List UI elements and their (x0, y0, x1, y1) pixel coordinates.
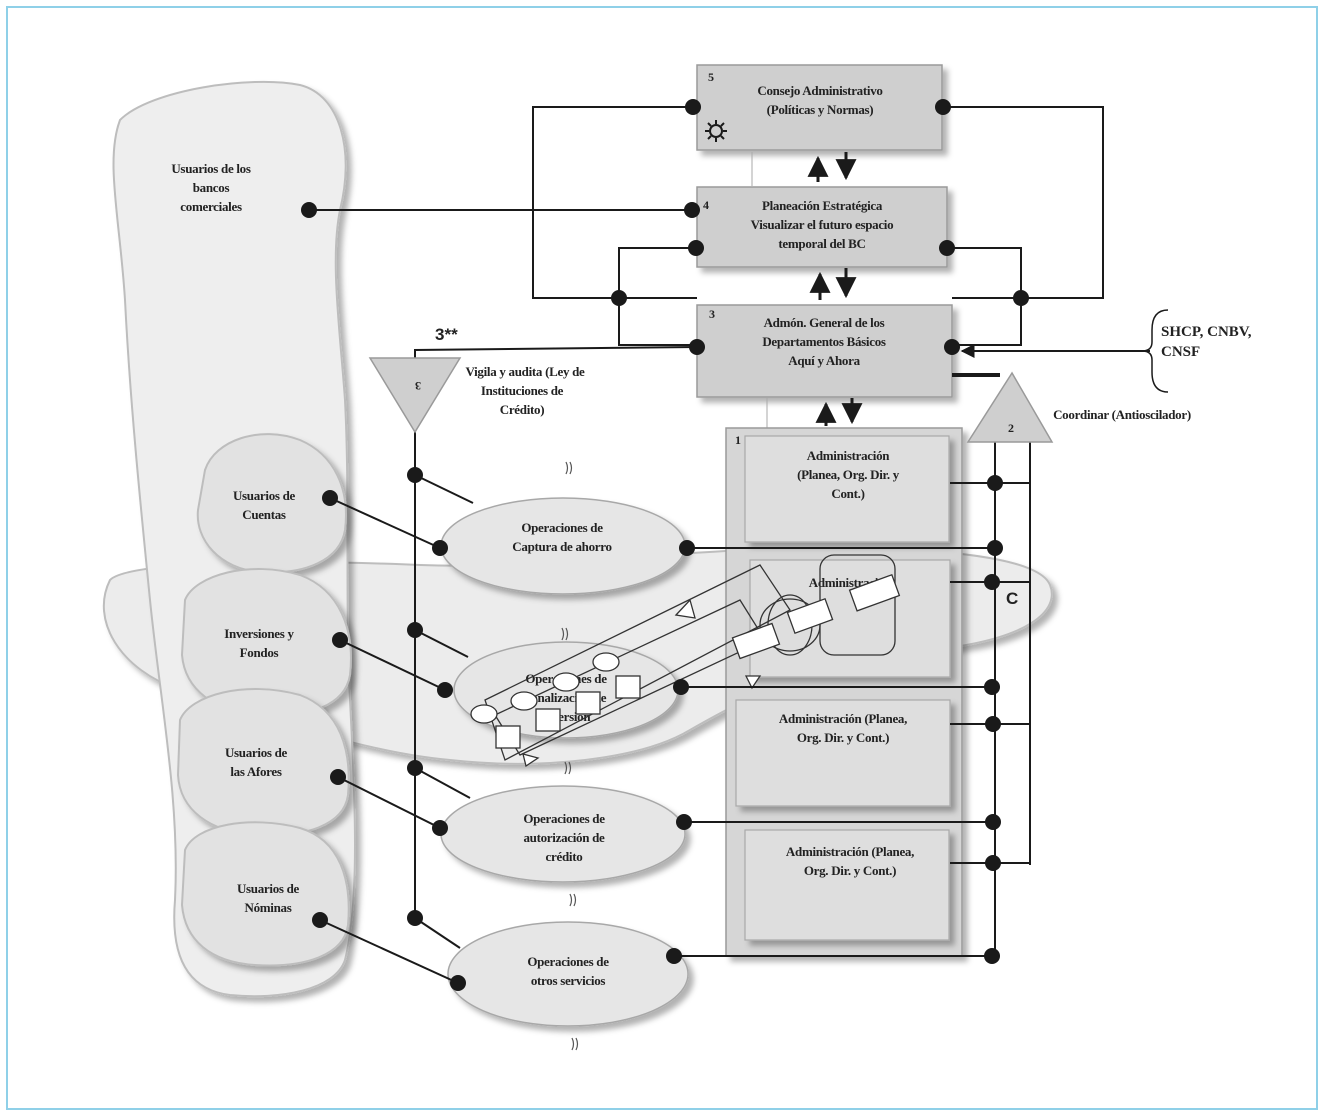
triangle-coordinar: 2 (966, 371, 1054, 443)
box-consejo-number: 5 (708, 70, 714, 84)
triangle-audit-number: 3 (415, 379, 421, 393)
arrows-5-4 (807, 152, 857, 182)
sub-box-1: Administración (Planea, Org. Dir. y Cont… (744, 435, 950, 543)
process-flow-overlay (470, 554, 901, 768)
box-admon-number: 3 (709, 307, 715, 321)
box-admon-line1: Admón. General de los (764, 315, 885, 330)
label-nominas: Usuarios de Nóminas (237, 881, 300, 915)
sub-box-3-line2: Org. Dir. y Cont.) (797, 730, 889, 745)
sub-box-4: Administración (Planea, Org. Dir. y Cont… (744, 829, 950, 941)
sub-box-3: Administración (Planea, Org. Dir. y Cont… (735, 699, 951, 807)
svg-text:Usuarios de los: Usuarios de los (171, 161, 251, 176)
triangle-coordinar-number: 2 (1008, 421, 1014, 435)
label-afores: Usuarios de las Afores (225, 745, 288, 779)
op-otros: Operaciones de otros servicios (447, 921, 689, 1027)
svg-text:SHCP, CNBV,: SHCP, CNBV, (1161, 324, 1252, 340)
label-cuentas: Usuarios de Cuentas (233, 488, 296, 522)
arrows-4-3 (809, 268, 857, 300)
svg-text:Usuarios de: Usuarios de (237, 881, 300, 896)
svg-text:Cuentas: Cuentas (242, 507, 286, 522)
squiggle-marks (561, 461, 579, 1051)
svg-text:bancos: bancos (193, 180, 230, 195)
sub-box-1-line1: Administración (807, 448, 891, 463)
connection-dots (301, 99, 1029, 991)
svg-text:las Afores: las Afores (230, 764, 282, 779)
label-regulators: SHCP, CNBV, CNSF (1161, 324, 1252, 360)
regulator-bracket (1141, 309, 1169, 393)
box-consejo-line2: (Políticas y Normas) (767, 102, 874, 117)
user-cloud-cuentas (196, 433, 347, 574)
svg-text:CNSF: CNSF (1161, 344, 1200, 360)
label-coordinar: Coordinar (Antioscilador) (1053, 407, 1191, 422)
subsystem-number: 1 (735, 433, 741, 447)
box-planeacion: 4 Planeación Estratégica Visualizar el f… (696, 186, 948, 268)
arrows-3-1 (815, 398, 863, 426)
user-cloud-afores (176, 688, 350, 837)
box-planeacion-line3: temporal del BC (778, 236, 865, 251)
op-autorizacion-line3: crédito (546, 849, 583, 864)
sub-box-4-line1: Administración (Planea, (786, 844, 914, 859)
star-icon (705, 120, 727, 142)
label-inversiones: Inversiones y Fondos (224, 626, 295, 660)
op-captura-line2: Captura de ahorro (512, 539, 611, 554)
svg-text:Usuarios de: Usuarios de (233, 488, 296, 503)
box-planeacion-line2: Visualizar el futuro espacio (751, 217, 894, 232)
svg-text:comerciales: comerciales (180, 199, 242, 214)
svg-text:Fondos: Fondos (240, 645, 279, 660)
sub-box-4-line2: Org. Dir. y Cont.) (804, 863, 896, 878)
label-vigila: Vigila y audita (Ley de Instituciones de… (465, 364, 585, 417)
box-planeacion-line1: Planeación Estratégica (762, 198, 883, 213)
svg-text:Vigila y audita (Ley de: Vigila y audita (Ley de (465, 364, 585, 379)
box-planeacion-number: 4 (703, 198, 709, 212)
op-captura-line1: Operaciones de (521, 520, 603, 535)
user-cloud-nominas (180, 821, 350, 967)
label-bancos: Usuarios de los bancos comerciales (171, 161, 251, 214)
sub-box-1-line3: Cont.) (831, 486, 864, 501)
sub-box-1-line2: (Planea, Org. Dir. y (797, 467, 900, 482)
svg-text:Usuarios de: Usuarios de (225, 745, 288, 760)
sub-box-2: Administración (749, 559, 951, 678)
op-otros-line1: Operaciones de (527, 954, 609, 969)
op-autorizacion-line1: Operaciones de (523, 811, 605, 826)
svg-text:Crédito): Crédito) (500, 402, 545, 417)
op-autorizacion: Operaciones de autorización de crédito (440, 785, 686, 883)
box-admon-line3: Aquí y Ahora (788, 353, 860, 368)
label-c: C (1006, 589, 1018, 608)
op-autorizacion-line2: autorización de (523, 830, 605, 845)
svg-text:Instituciones de: Instituciones de (481, 383, 564, 398)
box-consejo-line1: Consejo Administrativo (757, 83, 882, 98)
triangle-audit: 3 (368, 357, 462, 434)
sub-box-3-line1: Administración (Planea, (779, 711, 907, 726)
op-otros-line2: otros servicios (531, 973, 606, 988)
box-consejo: 5 Consejo Administrativo (Políticas y No… (696, 64, 943, 151)
svg-text:Nóminas: Nóminas (244, 900, 291, 915)
box-admon-line2: Departamentos Básicos (762, 334, 886, 349)
label-three-star: 3** (435, 325, 458, 344)
op-captura: Operaciones de Captura de ahorro (440, 497, 686, 595)
box-admon: 3 Admón. General de los Departamentos Bá… (696, 304, 953, 398)
svg-text:Inversiones y: Inversiones y (224, 626, 294, 641)
